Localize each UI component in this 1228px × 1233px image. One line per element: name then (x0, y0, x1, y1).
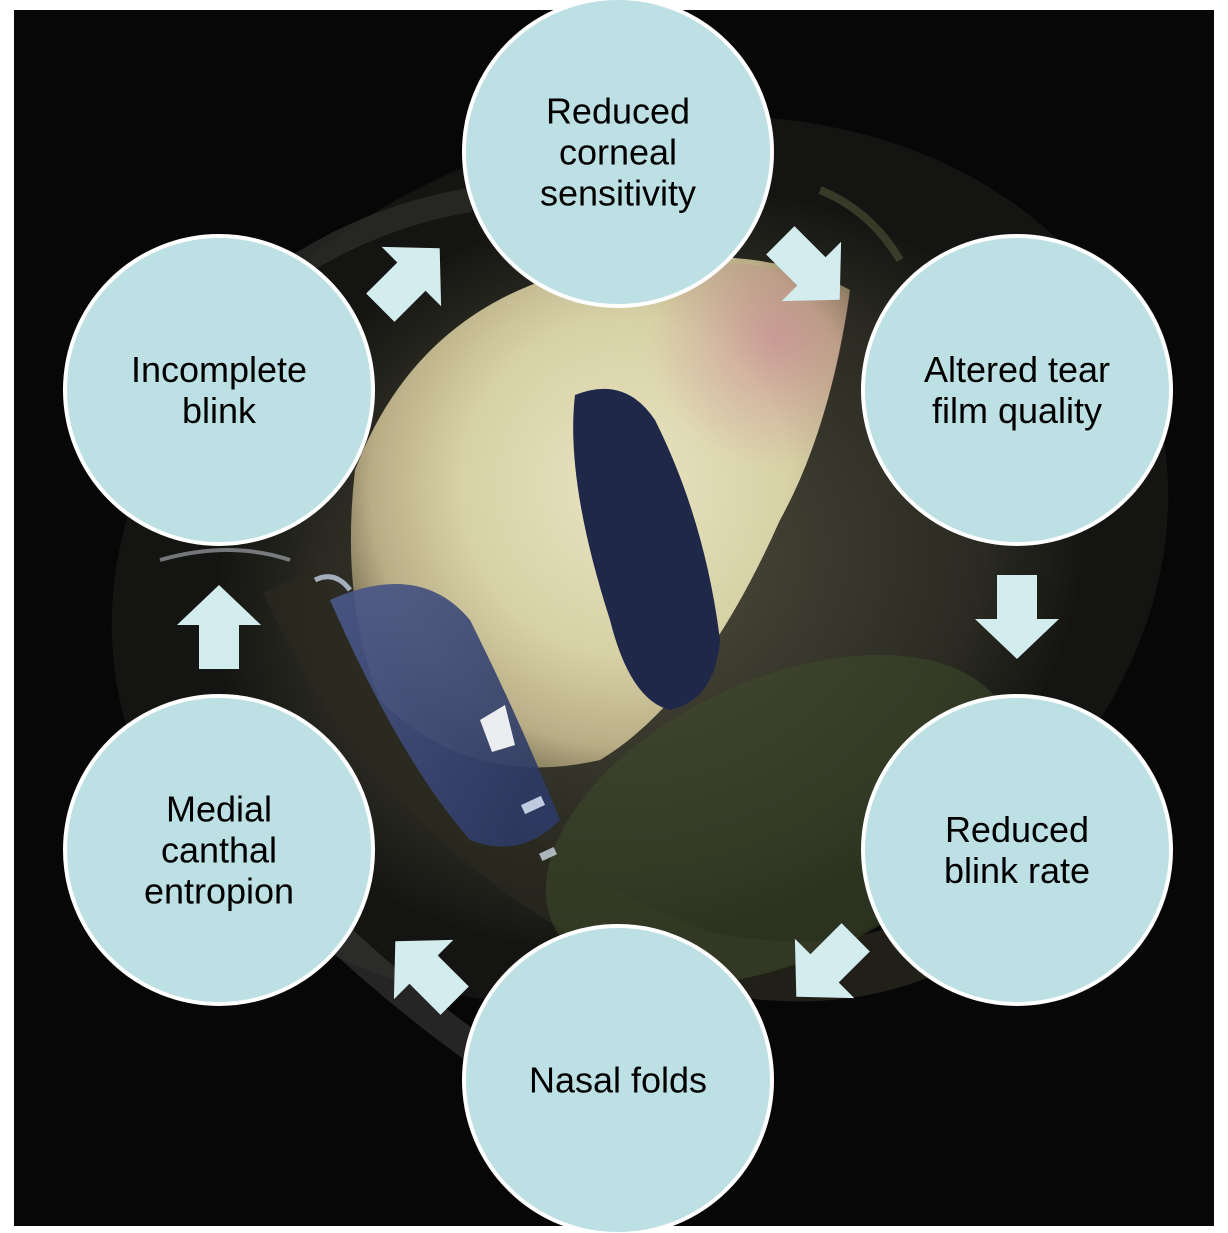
node-label-nasal-folds-line-1: Nasal folds (529, 1060, 707, 1101)
node-label-reduced-corneal-sensitivity-line-2: corneal (559, 132, 677, 173)
node-nasal-folds: Nasal folds (464, 926, 772, 1233)
node-label-medial-canthal-entropion-line-1: Medial (166, 789, 272, 830)
node-label-altered-tear-film-quality-line-1: Altered tear (924, 349, 1110, 390)
node-label-incomplete-blink-line-1: Incomplete (131, 349, 307, 390)
node-label-incomplete-blink-line-2: blink (182, 390, 257, 431)
node-label-reduced-blink-rate-line-2: blink rate (944, 850, 1090, 891)
node-label-medial-canthal-entropion-line-3: entropion (144, 871, 294, 912)
node-label-reduced-corneal-sensitivity-line-3: sensitivity (540, 173, 696, 214)
node-label-reduced-corneal-sensitivity-line-1: Reduced (546, 91, 690, 132)
node-label-altered-tear-film-quality-line-2: film quality (932, 390, 1102, 431)
node-label-reduced-blink-rate-line-1: Reduced (945, 809, 1089, 850)
node-label-medial-canthal-entropion-line-2: canthal (161, 830, 277, 871)
